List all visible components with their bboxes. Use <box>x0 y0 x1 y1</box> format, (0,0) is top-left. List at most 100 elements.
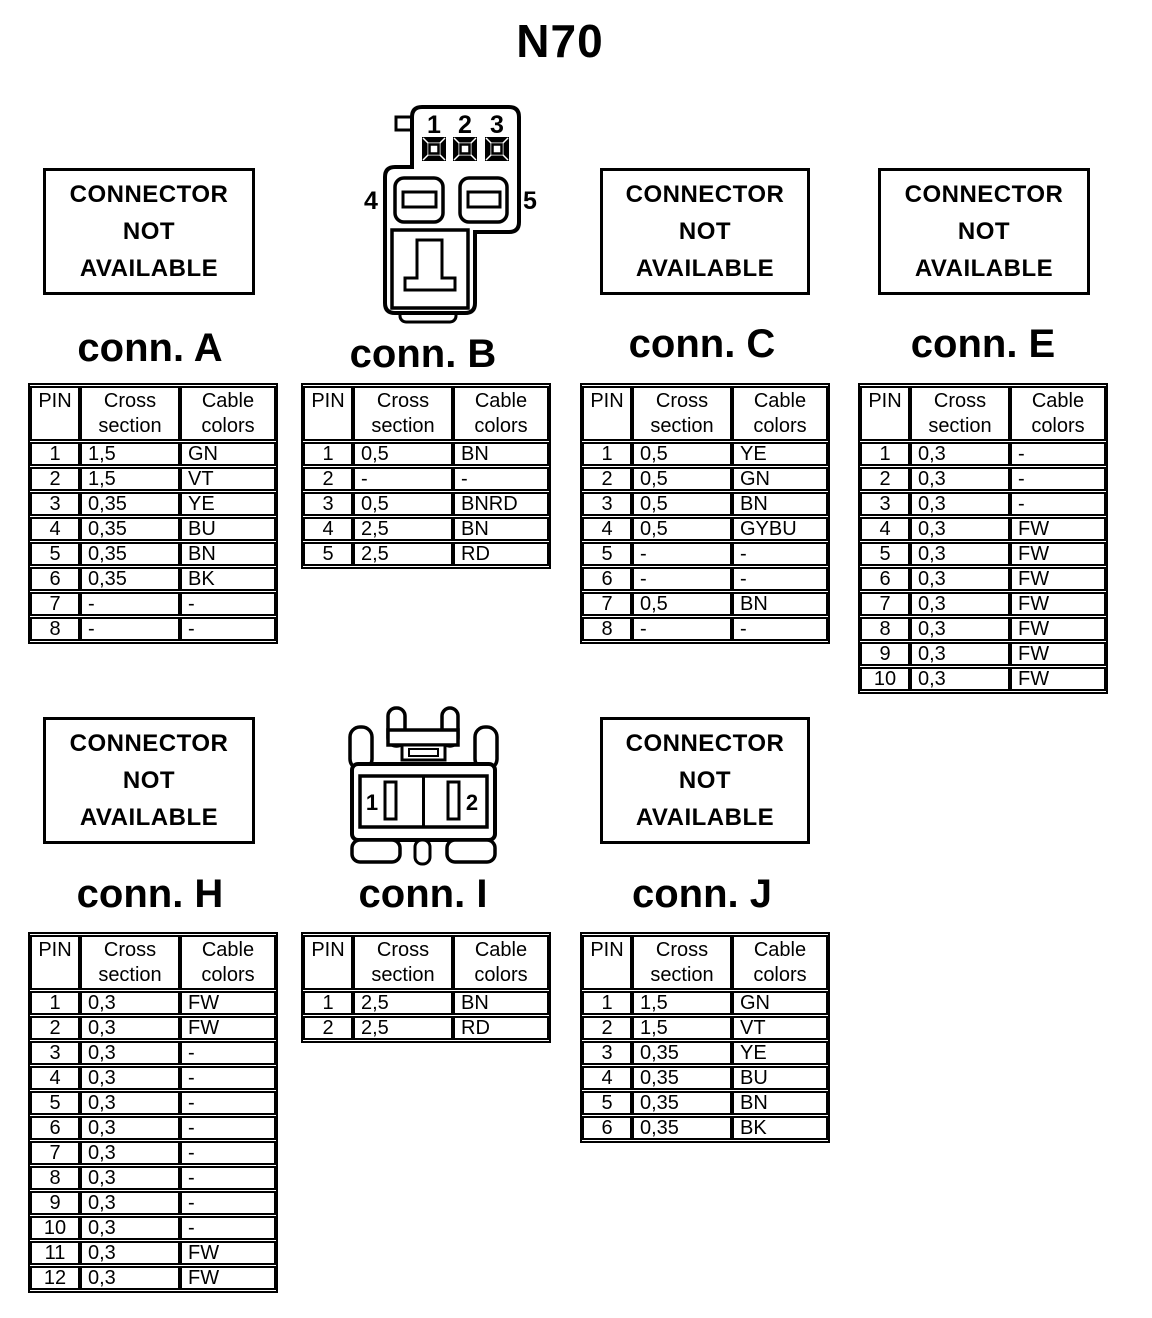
pin-cell: 4 <box>30 1066 80 1090</box>
cable-color-cell: RD <box>453 1016 549 1040</box>
cable-colors-header: Cable colors <box>453 935 549 990</box>
cable-color-cell: FW <box>1010 567 1106 591</box>
pin-cell: 10 <box>30 1216 80 1240</box>
cable-color-cell: - <box>180 1041 276 1065</box>
cable-colors-header: Cable colors <box>180 935 276 990</box>
cross-section-cell: 1,5 <box>80 467 180 491</box>
cable-color-cell: VT <box>732 1016 828 1040</box>
not-available-text: CONNECTOR NOT AVAILABLE <box>69 730 229 831</box>
pin-cell: 6 <box>582 567 632 591</box>
connector-j-not-available-box: CONNECTOR NOT AVAILABLE <box>600 717 810 844</box>
cable-color-cell: FW <box>180 991 276 1015</box>
cable-color-cell: FW <box>1010 542 1106 566</box>
cross-section-header: Cross section <box>910 386 1010 441</box>
pin-4-slot <box>401 190 438 209</box>
cross-section-cell: 0,3 <box>910 617 1010 641</box>
connector-e-not-available-box: CONNECTOR NOT AVAILABLE <box>878 168 1090 295</box>
cross-section-cell: 0,35 <box>80 567 180 591</box>
pin-cell: 4 <box>582 1066 632 1090</box>
cross-section-cell: 0,3 <box>910 542 1010 566</box>
pin-2-label: 2 <box>458 111 472 139</box>
left-foot <box>350 838 402 864</box>
pin-cell: 8 <box>30 1166 80 1190</box>
cross-section-header: Cross section <box>80 386 180 441</box>
pin-cell: 7 <box>30 592 80 616</box>
cross-section-cell: 1,5 <box>80 442 180 466</box>
pin-header: PIN <box>30 935 80 990</box>
cross-section-cell: 0,35 <box>632 1066 732 1090</box>
table-row: 8-- <box>582 617 828 641</box>
cable-colors-header: Cable colors <box>732 386 828 441</box>
connector-j-title: conn. J <box>631 872 773 916</box>
connector-i-drawing: 1 2 <box>348 706 499 866</box>
pin-cell: 12 <box>30 1266 80 1290</box>
pin-cell: 2 <box>582 467 632 491</box>
cable-color-cell: GN <box>180 442 276 466</box>
cable-color-cell: FW <box>1010 592 1106 616</box>
cross-section-cell: 0,3 <box>910 667 1010 691</box>
cable-color-cell: YE <box>180 492 276 516</box>
pin-cell: 2 <box>30 1016 80 1040</box>
cross-section-cell: 2,5 <box>353 991 453 1015</box>
cable-color-cell: BN <box>732 1091 828 1115</box>
cable-colors-header: Cable colors <box>180 386 276 441</box>
pin-cell: 7 <box>582 592 632 616</box>
cable-color-cell: BN <box>732 492 828 516</box>
cable-color-cell: BN <box>453 442 549 466</box>
cross-section-cell: - <box>80 617 180 641</box>
cross-section-cell: 0,3 <box>80 1241 180 1265</box>
connector-a-title: conn. A <box>77 326 223 370</box>
pin-2-slot <box>446 780 461 821</box>
cross-section-cell: 0,3 <box>80 1266 180 1290</box>
cross-section-cell: 0,35 <box>632 1041 732 1065</box>
page-title: N70 <box>516 15 604 67</box>
pin-cell: 5 <box>582 1091 632 1115</box>
cross-section-cell: 0,3 <box>910 442 1010 466</box>
cross-section-cell: 0,3 <box>80 1116 180 1140</box>
cable-color-cell: - <box>1010 492 1106 516</box>
pin-header: PIN <box>303 935 353 990</box>
cable-colors-header: Cable colors <box>453 386 549 441</box>
connector-h-title: conn. H <box>76 872 224 916</box>
cable-color-cell: - <box>180 1166 276 1190</box>
pin-5-label: 5 <box>523 187 537 215</box>
cross-section-cell: - <box>632 567 732 591</box>
cable-color-cell: FW <box>1010 517 1106 541</box>
pin-cell: 2 <box>582 1016 632 1040</box>
cable-color-cell: - <box>732 617 828 641</box>
connector-b-title: conn. B <box>349 332 497 376</box>
cable-colors-header: Cable colors <box>1010 386 1106 441</box>
cable-color-cell: RD <box>453 542 549 566</box>
pin-cell: 6 <box>860 567 910 591</box>
pin-cell: 1 <box>30 442 80 466</box>
pin-header: PIN <box>30 386 80 441</box>
cross-section-cell: 0,3 <box>910 592 1010 616</box>
cable-color-cell: FW <box>180 1241 276 1265</box>
pin-cell: 4 <box>30 517 80 541</box>
table-row: 6-- <box>582 567 828 591</box>
pin-cell: 3 <box>303 492 353 516</box>
pin-header: PIN <box>303 386 353 441</box>
pin-1-label: 1 <box>366 790 378 815</box>
cross-section-cell: 0,3 <box>80 1216 180 1240</box>
pin-header: PIN <box>582 935 632 990</box>
pin-cell: 4 <box>860 517 910 541</box>
cross-section-cell: 1,5 <box>632 991 732 1015</box>
pin-cell: 11 <box>30 1241 80 1265</box>
